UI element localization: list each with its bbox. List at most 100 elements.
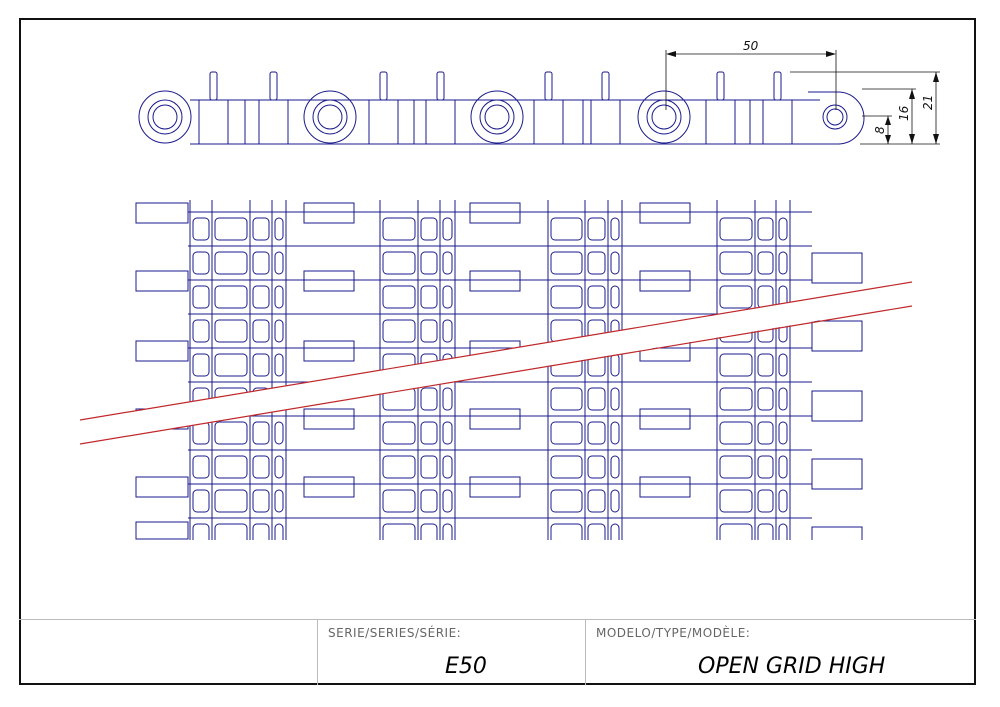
grid-cell-9-388 bbox=[550, 387, 583, 411]
grid-cell-14-422 bbox=[757, 421, 774, 445]
end-eye-hole-inner bbox=[826, 108, 844, 126]
grid-cell-2-524 bbox=[252, 523, 270, 540]
tooth-6 bbox=[716, 71, 725, 101]
grid-cell-9-456 bbox=[550, 455, 583, 479]
top-view bbox=[135, 200, 863, 540]
grid-cell-6-320 bbox=[420, 319, 438, 343]
grid-cell-10-388 bbox=[587, 387, 606, 411]
dimension-height-total-label: 21 bbox=[921, 95, 935, 110]
grid-cell-0-456 bbox=[192, 455, 210, 479]
tooth-2 bbox=[379, 71, 388, 101]
tooth-4 bbox=[544, 71, 553, 101]
type-label: MODELO/TYPE/MODÈLE: bbox=[596, 626, 751, 640]
grid-cell-1-422 bbox=[214, 421, 248, 445]
link-block-2-0 bbox=[639, 202, 691, 224]
grid-cell-14-354 bbox=[757, 353, 774, 377]
grid-cell-1-320 bbox=[214, 319, 248, 343]
grid-cell-2-252 bbox=[252, 251, 270, 275]
grid-cell-10-422 bbox=[587, 421, 606, 445]
break-lines bbox=[79, 281, 913, 445]
grid-cell-0-320 bbox=[192, 319, 210, 343]
grid-cell-11-252 bbox=[610, 251, 620, 275]
grid-cell-14-456 bbox=[757, 455, 774, 479]
grid-cell-3-524 bbox=[274, 523, 284, 540]
grid-cell-14-524 bbox=[757, 523, 774, 540]
hinge-mid-3 bbox=[646, 99, 682, 135]
grid-cell-7-286 bbox=[442, 285, 453, 309]
grid-cell-7-422 bbox=[442, 421, 453, 445]
dimension-height-mid-label: 16 bbox=[897, 105, 911, 121]
grid-cell-3-456 bbox=[274, 455, 284, 479]
grid-cell-10-218 bbox=[587, 217, 606, 241]
grid-cell-1-286 bbox=[214, 285, 248, 309]
grid-cell-11-490 bbox=[610, 489, 620, 513]
dimension-height-hole-label: 8 bbox=[873, 126, 887, 134]
grid-cell-14-286 bbox=[757, 285, 774, 309]
grid-cell-14-490 bbox=[757, 489, 774, 513]
link-block-1-0 bbox=[469, 202, 521, 224]
left-tab-1 bbox=[135, 270, 189, 292]
hinge-outer-0 bbox=[138, 90, 192, 144]
hinge-outer-1 bbox=[303, 90, 357, 144]
grid-cell-0-252 bbox=[192, 251, 210, 275]
link-block-0-3 bbox=[303, 408, 355, 430]
link-block-1-3 bbox=[469, 408, 521, 430]
grid-cell-15-490 bbox=[778, 489, 788, 513]
grid-cell-2-354 bbox=[252, 353, 270, 377]
grid-cell-11-218 bbox=[610, 217, 620, 241]
grid-cell-15-354 bbox=[778, 353, 788, 377]
hinge-mid-2 bbox=[479, 99, 515, 135]
grid-cell-15-388 bbox=[778, 387, 788, 411]
title-block: SERIE/SERIES/SÉRIE: E50 MODELO/TYPE/MODÈ… bbox=[19, 620, 976, 685]
grid-cell-5-456 bbox=[382, 455, 416, 479]
hinge-inner-0 bbox=[152, 104, 178, 130]
grid-cell-14-388 bbox=[757, 387, 774, 411]
grid-cell-7-456 bbox=[442, 455, 453, 479]
grid-cell-11-286 bbox=[610, 285, 620, 309]
left-tab-4 bbox=[135, 476, 189, 498]
tooth-3 bbox=[436, 71, 445, 101]
grid-cell-5-490 bbox=[382, 489, 416, 513]
tooth-1 bbox=[269, 71, 278, 101]
grid-cell-15-252 bbox=[778, 251, 788, 275]
right-tab-4 bbox=[811, 526, 863, 540]
type-cell: MODELO/TYPE/MODÈLE: OPEN GRID HIGH bbox=[585, 620, 976, 685]
grid-cell-7-388 bbox=[442, 387, 453, 411]
hinge-mid-0 bbox=[147, 99, 183, 135]
break-line-upper bbox=[79, 281, 913, 421]
grid-cell-9-286 bbox=[550, 285, 583, 309]
grid-cell-5-320 bbox=[382, 319, 416, 343]
grid-cell-3-354 bbox=[274, 353, 284, 377]
side-view bbox=[138, 71, 865, 145]
grid-cell-14-252 bbox=[757, 251, 774, 275]
dimension-lines bbox=[665, 50, 940, 145]
grid-cell-9-490 bbox=[550, 489, 583, 513]
grid-cell-2-218 bbox=[252, 217, 270, 241]
link-block-1-1 bbox=[469, 270, 521, 292]
grid-cell-7-490 bbox=[442, 489, 453, 513]
grid-cell-5-422 bbox=[382, 421, 416, 445]
grid-cell-1-490 bbox=[214, 489, 248, 513]
grid-cell-0-490 bbox=[192, 489, 210, 513]
grid-cell-15-456 bbox=[778, 455, 788, 479]
break-gap bbox=[80, 282, 912, 444]
grid-cell-15-218 bbox=[778, 217, 788, 241]
grid-cell-1-252 bbox=[214, 251, 248, 275]
link-block-2-1 bbox=[639, 270, 691, 292]
break-line-lower bbox=[79, 305, 913, 445]
tooth-7 bbox=[773, 71, 782, 101]
grid-cell-13-490 bbox=[719, 489, 753, 513]
grid-cell-9-422 bbox=[550, 421, 583, 445]
right-tab-2 bbox=[811, 390, 863, 422]
grid-cell-9-524 bbox=[550, 523, 583, 540]
grid-cell-3-286 bbox=[274, 285, 284, 309]
grid-cell-0-218 bbox=[192, 217, 210, 241]
grid-cell-9-218 bbox=[550, 217, 583, 241]
grid-cell-13-388 bbox=[719, 387, 753, 411]
left-tab-bottom bbox=[135, 521, 189, 540]
grid-cell-6-456 bbox=[420, 455, 438, 479]
hinge-inner-1 bbox=[317, 104, 343, 130]
tooth-5 bbox=[601, 71, 610, 101]
grid-cell-2-286 bbox=[252, 285, 270, 309]
